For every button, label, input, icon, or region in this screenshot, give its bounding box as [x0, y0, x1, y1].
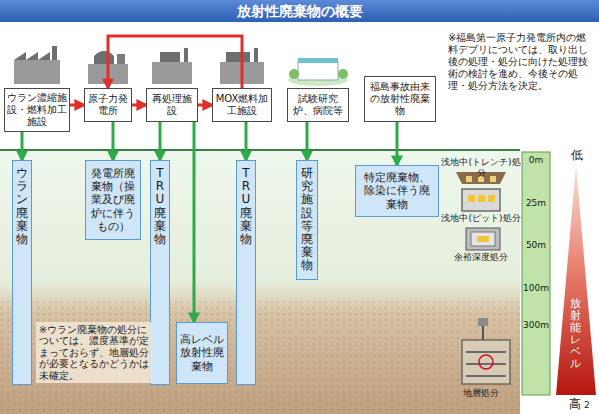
- disposal-label: 浅地中(トレンチ)処分: [441, 157, 521, 179]
- tunnel: [466, 375, 506, 377]
- disposal-label: 地層処分: [441, 388, 521, 399]
- waste-column: 研究施設等廃棄物: [296, 160, 318, 280]
- waste-box: 発電所廃棄物（操業及び廃炉に伴うもの）: [85, 160, 141, 240]
- waste-column: ウラン廃棄物: [12, 160, 32, 385]
- tree: [338, 69, 348, 79]
- tunnel: [466, 363, 506, 365]
- waste-drum: [478, 195, 485, 202]
- depth-mark: 100m: [522, 283, 550, 294]
- annex: [117, 54, 125, 64]
- building: [152, 62, 192, 84]
- facility-box: 原子力発電所: [84, 88, 132, 122]
- page-number: 2: [584, 400, 594, 411]
- ground-surface: [0, 149, 520, 151]
- intermediate-depth-disposal-icon: [466, 228, 500, 250]
- ground: [0, 150, 520, 414]
- canister-mark: [479, 355, 493, 369]
- waste-column: TRU廃棄物: [236, 160, 256, 385]
- chimney: [254, 48, 258, 62]
- waste-block: [466, 176, 472, 182]
- outer-barrier: [466, 228, 500, 250]
- depth-mark: 50m: [522, 240, 550, 251]
- waste-flow-arrow: [112, 122, 115, 160]
- radioactivity-wedge: [556, 165, 596, 395]
- node-text: MOX燃料加工施設: [215, 93, 269, 117]
- waste-box: 特定廃棄物、除染に伴う廃棄物: [355, 165, 439, 217]
- title: 放射性廃棄物の概要: [0, 0, 599, 22]
- level-low: 低: [570, 148, 584, 162]
- node-text: 福島事故由来の放射性廃棄物: [367, 81, 433, 117]
- upper-block: [160, 52, 180, 62]
- depth-mark: 0m: [522, 155, 550, 166]
- disposal-label: 浅地中(ピット)処分: [441, 213, 521, 224]
- node-text: ウラン濃縮施設・燃料加工施設: [7, 92, 67, 128]
- node-text: 試験研究炉、病院等: [290, 93, 346, 117]
- waste-drum: [468, 195, 475, 202]
- chimney: [184, 48, 188, 62]
- waste-flow-arrow: [159, 122, 162, 160]
- waste-flow-arrow: [245, 122, 248, 160]
- building: [298, 62, 338, 80]
- node-text: TRU廃棄物: [154, 167, 166, 246]
- inner-barrier: [471, 232, 495, 246]
- repository: [462, 340, 510, 384]
- node-text: 発電所廃棄物（操業及び廃炉に伴うもの）: [89, 167, 137, 233]
- node-text: ウラン廃棄物: [16, 167, 28, 246]
- level-high: 高: [568, 397, 582, 411]
- waste-flow-arrow: [193, 122, 196, 322]
- underground-texture: [0, 300, 520, 414]
- cycle-arrow: [198, 104, 212, 107]
- depth-mark: 300m: [522, 320, 550, 331]
- node-text: 再処理施設: [149, 93, 195, 117]
- note: ※福島第一原子力発電所内の燃料デブリについては、取り出し後の処理・処分に向けた処…: [448, 32, 594, 92]
- node-text: TRU廃棄物: [240, 167, 252, 246]
- facility-box: 試験研究炉、病院等: [287, 88, 349, 122]
- research-facility-icon: [288, 58, 348, 86]
- reprocessing-icon: [152, 48, 192, 84]
- upper-block: [226, 52, 250, 62]
- geological-disposal-icon: [462, 318, 510, 384]
- building: [14, 60, 60, 84]
- concrete-pit: [462, 189, 500, 211]
- depth-mark: 25m: [522, 198, 550, 209]
- waste-block: [490, 176, 496, 182]
- facility-box: 再処理施設: [146, 88, 198, 122]
- waste-column: TRU廃棄物: [150, 160, 170, 385]
- roof: [14, 52, 50, 60]
- reactor-dome: [94, 51, 114, 64]
- waste-box: 高レベル放射性廃棄物: [176, 322, 228, 384]
- cycle-arrow: [108, 36, 242, 88]
- surface-facility: [478, 318, 488, 326]
- depth-scale: [522, 152, 550, 395]
- disposal-label: 余裕深度処分: [441, 252, 521, 263]
- cycle-arrow: [70, 104, 84, 107]
- cycle-arrow: [132, 104, 146, 107]
- chimney: [52, 46, 57, 60]
- level-axis-label: 放射能レベル: [570, 298, 581, 371]
- node-text: 研究施設等廃棄物: [301, 167, 313, 273]
- waste-flow-arrow: [396, 122, 399, 165]
- node-text: 原子力発電所: [87, 93, 129, 117]
- waste-drum: [488, 195, 495, 202]
- factory-icon: [14, 46, 60, 84]
- tunnel: [466, 351, 506, 353]
- node-text: 特定廃棄物、除染に伴う廃棄物: [359, 171, 435, 211]
- facility-box: ウラン濃縮施設・燃料加工施設: [4, 88, 70, 132]
- facility-box: 福島事故由来の放射性廃棄物: [364, 76, 436, 122]
- waste-flow-arrow: [306, 122, 309, 160]
- pit-disposal-icon: [462, 189, 500, 211]
- shaft: [482, 326, 484, 340]
- note: ※ウラン廃棄物の処分については、濃度基準が定まっておらず、地層処分が必要となるか…: [36, 322, 152, 383]
- roof: [298, 58, 338, 63]
- waste: [477, 236, 489, 242]
- node-text: 高レベル放射性廃棄物: [180, 333, 224, 373]
- waste-flow-arrow: [21, 132, 24, 160]
- tree: [289, 69, 299, 79]
- title-bar: [0, 0, 599, 22]
- facility-box: MOX燃料加工施設: [212, 88, 272, 122]
